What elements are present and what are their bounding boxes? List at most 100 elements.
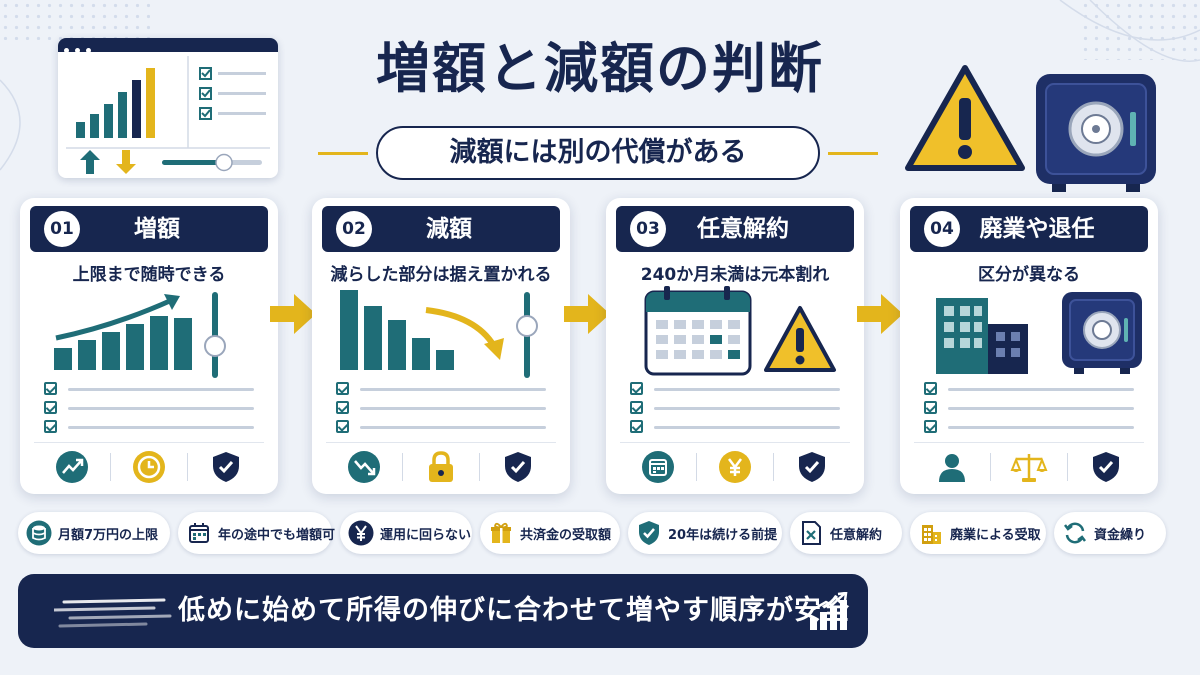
dashboard-chart-icon [66,56,270,174]
checklist-row [336,418,546,437]
icon-divider [187,453,188,481]
checklist-row [44,399,254,418]
checklist-row [630,399,840,418]
gift-icon [486,518,516,548]
subtitle-pill: 減額には別の代償がある [376,126,820,180]
dashboard-illustration [58,38,278,178]
checkbox-icon [924,420,937,433]
trend-up-icon [34,449,110,485]
icon-divider [696,453,697,481]
card-title: 廃業や退任 [979,216,1095,242]
tag-row: 月額7万円の上限 年の途中でも増額可 運用に回らない 共済金の受取額 20年は続… [18,512,1182,556]
page-title: 増額と減額の判断 [376,37,824,100]
icon-divider [1067,453,1068,481]
placeholder-line [68,388,254,391]
decorative-curves-left [0,79,21,171]
clock-icon [111,449,187,485]
card-description: 240か月未満は元本割れ [640,265,830,285]
warning-triangle-icon [905,65,1025,171]
growth-chart-icon [810,592,848,630]
shield-check-icon [1068,449,1144,485]
trend-down-icon [326,449,402,485]
building-safe-icon [936,292,1142,374]
checkbox-icon [924,401,937,414]
subtitle-line-right [828,152,878,155]
tag-not-invested: 運用に回らない [340,512,472,554]
checklist [924,380,1134,437]
placeholder-line [654,426,840,429]
card-number: 02 [336,211,372,247]
card-description: 減らした部分は据え置かれる [330,265,552,285]
card-voluntary-cancellation: 03 任意解約 240か月未満は元本割れ [606,198,864,494]
icon-divider [990,453,991,481]
tag-label: 廃業による受取 [950,527,1041,543]
shield-check-icon [480,449,556,485]
checkbox-icon [630,420,643,433]
tag-label: 20年は続ける前提 [668,527,778,543]
icon-divider [479,453,480,481]
checklist-row [924,418,1134,437]
checklist [44,380,254,437]
icon-divider [110,453,111,481]
checkbox-icon [336,420,349,433]
checkbox-icon [44,401,57,414]
tag-midyear-increase: 年の途中でも増額可 [178,512,335,554]
tag-voluntary-cancellation: 任意解約 [790,512,902,554]
placeholder-line [360,407,546,410]
tag-twenty-years: 20年は続ける前提 [628,512,782,554]
rising-bar-chart-icon [54,292,226,378]
card-description: 上限まで随時できる [72,265,226,285]
card-title: 減額 [426,216,472,242]
refresh-icon [1060,518,1090,548]
card-icon-row [326,442,556,486]
checkbox-icon [630,401,643,414]
banner-text: 低めに始めて所得の伸びに合わせて増やす順序が安全 [178,595,850,626]
card-number: 01 [44,211,80,247]
card-description: 区分が異なる [978,265,1080,285]
placeholder-line [654,388,840,391]
arrow-right-icon [270,294,316,334]
window-titlebar [58,38,278,53]
placeholder-line [948,407,1134,410]
calendar-warning-icon [644,286,836,376]
checklist-row [630,380,840,399]
placeholder-line [948,388,1134,391]
icon-divider [402,453,403,481]
document-x-icon [796,518,826,548]
tag-label: 運用に回らない [380,527,472,543]
tag-label: 任意解約 [830,527,883,543]
card-title: 増額 [134,216,180,242]
checklist-row [924,380,1134,399]
subtitle-line-left [318,152,368,155]
placeholder-line [360,426,546,429]
tag-closure-payout: 廃業による受取 [910,512,1046,554]
icon-divider [773,453,774,481]
tag-label: 資金繰り [1094,527,1147,543]
checkbox-icon [336,382,349,395]
tag-payout-amount: 共済金の受取額 [480,512,620,554]
checkbox-icon [924,382,937,395]
arrow-right-icon [564,294,610,334]
person-icon [914,449,990,485]
safe-icon [1036,74,1156,192]
shield-check-icon [774,449,850,485]
card-icon-row [914,442,1144,486]
subtitle-group: 減額には別の代償がある [318,124,878,184]
calendar-icon [620,449,696,485]
checkbox-icon [44,382,57,395]
card-number: 04 [924,211,960,247]
checkbox-icon [630,382,643,395]
card-header: 03 任意解約 [616,206,854,252]
tag-label: 共済金の受取額 [520,527,612,543]
checklist-row [44,418,254,437]
shield-check-icon [188,449,264,485]
card-closure-retirement: 04 廃業や退任 区分が異なる [900,198,1158,494]
speed-lines-icon [54,598,172,628]
checklist-row [630,418,840,437]
checklist-row [924,399,1134,418]
yen-icon [346,518,376,548]
card-title: 任意解約 [697,216,789,242]
placeholder-line [68,407,254,410]
card-header: 01 増額 [30,206,268,252]
yen-icon [697,449,773,485]
